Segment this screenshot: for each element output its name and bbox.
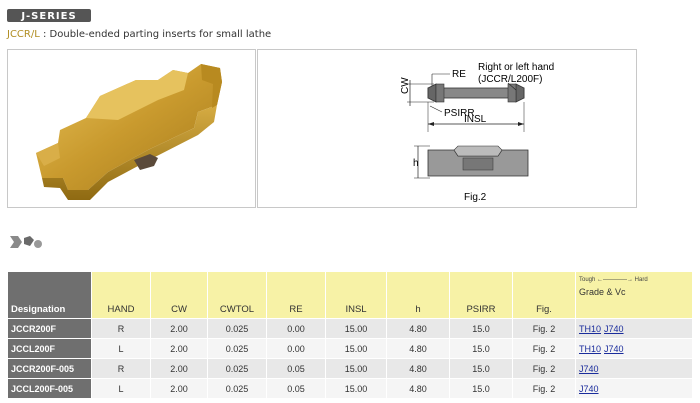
subtitle-code: JCCR/L bbox=[7, 29, 40, 40]
cell-re: 0.00 bbox=[266, 318, 326, 339]
cell-cw: 2.00 bbox=[150, 318, 208, 339]
cell-hand: L bbox=[91, 378, 151, 399]
col-psirr: PSIRR bbox=[449, 271, 513, 319]
subtitle-text: : Double-ended parting inserts for small… bbox=[39, 29, 272, 40]
cell-cw: 2.00 bbox=[150, 378, 208, 399]
cell-designation: JCCR200F bbox=[7, 318, 92, 339]
cell-re: 0.05 bbox=[266, 358, 326, 379]
cell-designation: JCCR200F-005 bbox=[7, 358, 92, 379]
cell-psirr: 15.0 bbox=[449, 358, 513, 379]
cell-insl: 15.00 bbox=[325, 378, 387, 399]
series-logo: J-SERIES bbox=[7, 9, 91, 22]
cell-hand: R bbox=[91, 358, 151, 379]
col-grade: Tough ←————→ Hard Grade & Vc bbox=[575, 271, 693, 319]
grade-link-th10[interactable]: TH10 bbox=[579, 343, 602, 354]
table-header-row: Designation HAND CW CWTOL RE INSL h PSIR… bbox=[7, 271, 693, 319]
cell-fig: Fig. 2 bbox=[512, 358, 576, 379]
table-row: JCCR200F R 2.00 0.025 0.00 15.00 4.80 15… bbox=[7, 318, 693, 339]
col-hand: HAND bbox=[91, 271, 151, 319]
insert-type-icon bbox=[10, 236, 42, 248]
table-row: JCCR200F-005 R 2.00 0.025 0.05 15.00 4.8… bbox=[7, 358, 693, 379]
cell-h: 4.80 bbox=[386, 338, 450, 359]
spec-table: Designation HAND CW CWTOL RE INSL h PSIR… bbox=[7, 271, 693, 399]
label-insl: INSL bbox=[464, 114, 487, 125]
cell-psirr: 15.0 bbox=[449, 338, 513, 359]
cell-cwtol: 0.025 bbox=[207, 318, 267, 339]
label-hand-models: (JCCR/L200F) bbox=[478, 74, 542, 85]
cell-fig: Fig. 2 bbox=[512, 338, 576, 359]
cell-fig: Fig. 2 bbox=[512, 378, 576, 399]
cell-grades: J740 bbox=[575, 358, 693, 379]
table-row: JCCL200F L 2.00 0.025 0.00 15.00 4.80 15… bbox=[7, 338, 693, 359]
cell-cwtol: 0.025 bbox=[207, 338, 267, 359]
col-cwtol: CWTOL bbox=[207, 271, 267, 319]
cell-fig: Fig. 2 bbox=[512, 318, 576, 339]
label-h: h bbox=[413, 158, 419, 169]
cell-hand: R bbox=[91, 318, 151, 339]
cell-psirr: 15.0 bbox=[449, 318, 513, 339]
cell-insl: 15.00 bbox=[325, 358, 387, 379]
col-insl: INSL bbox=[325, 271, 387, 319]
label-hand: Right or left hand bbox=[478, 62, 554, 73]
grade-link-j740[interactable]: J740 bbox=[579, 363, 599, 374]
cell-psirr: 15.0 bbox=[449, 378, 513, 399]
series-logo-text: J-SERIES bbox=[20, 11, 76, 22]
cell-insl: 15.00 bbox=[325, 318, 387, 339]
label-cw: CW bbox=[400, 77, 411, 94]
cell-re: 0.05 bbox=[266, 378, 326, 399]
label-re: RE bbox=[452, 69, 466, 80]
cell-designation: JCCL200F-005 bbox=[7, 378, 92, 399]
label-psirr: PSIRR bbox=[444, 108, 475, 119]
cell-h: 4.80 bbox=[386, 358, 450, 379]
insert-top-view bbox=[427, 83, 525, 103]
cell-hand: L bbox=[91, 338, 151, 359]
cell-h: 4.80 bbox=[386, 378, 450, 399]
product-subtitle: JCCR/L : Double-ended parting inserts fo… bbox=[7, 29, 271, 40]
grade-link-th10[interactable]: TH10 bbox=[579, 323, 602, 334]
grade-label: Grade & Vc bbox=[579, 287, 626, 297]
technical-diagram: CW RE Right or left hand (JCCR/L200F) PS… bbox=[400, 62, 554, 203]
insert-photo bbox=[36, 64, 222, 200]
grade-link-j740[interactable]: J740 bbox=[604, 343, 624, 354]
col-designation: Designation bbox=[7, 271, 92, 319]
cell-cw: 2.00 bbox=[150, 338, 208, 359]
grade-link-j740[interactable]: J740 bbox=[579, 383, 599, 394]
cell-cw: 2.00 bbox=[150, 358, 208, 379]
diagram-panel: CW RE Right or left hand (JCCR/L200F) PS… bbox=[257, 49, 637, 208]
cell-h: 4.80 bbox=[386, 318, 450, 339]
col-cw: CW bbox=[150, 271, 208, 319]
cell-designation: JCCL200F bbox=[7, 338, 92, 359]
col-re: RE bbox=[266, 271, 326, 319]
cell-cwtol: 0.025 bbox=[207, 378, 267, 399]
insert-photo-panel bbox=[7, 49, 256, 208]
tough-hard-scale: Tough ←————→ Hard bbox=[579, 277, 648, 283]
cell-insl: 15.00 bbox=[325, 338, 387, 359]
label-fig: Fig.2 bbox=[464, 192, 487, 203]
cell-cwtol: 0.025 bbox=[207, 358, 267, 379]
grade-link-j740[interactable]: J740 bbox=[604, 323, 624, 334]
col-h: h bbox=[386, 271, 450, 319]
insert-side-view bbox=[427, 145, 529, 177]
col-fig: Fig. bbox=[512, 271, 576, 319]
cell-grades: J740 bbox=[575, 378, 693, 399]
cell-re: 0.00 bbox=[266, 338, 326, 359]
table-row: JCCL200F-005 L 2.00 0.025 0.05 15.00 4.8… bbox=[7, 378, 693, 399]
